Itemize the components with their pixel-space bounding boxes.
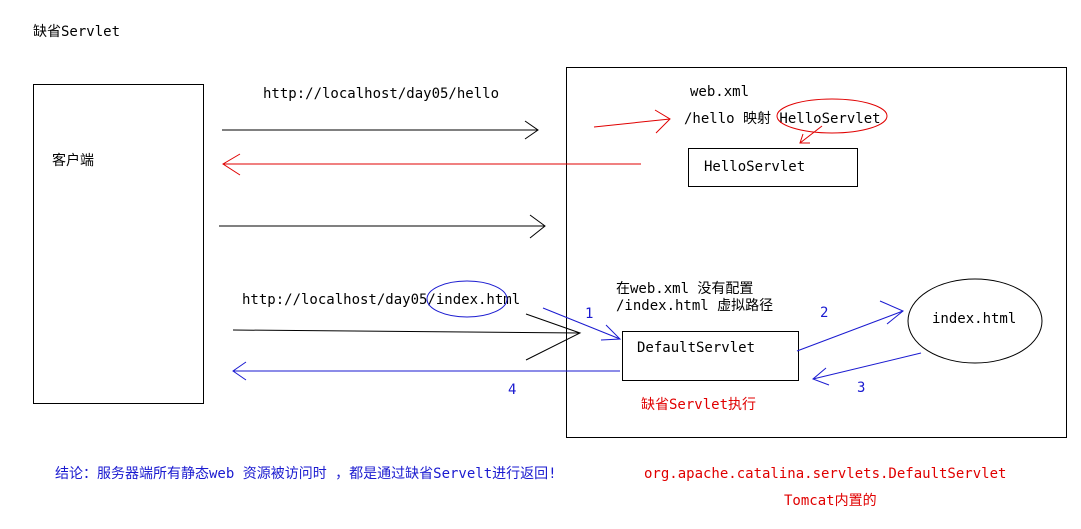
request-arrow-3 (232, 313, 582, 361)
class-name-text: org.apache.catalina.servlets.DefaultServ… (644, 466, 1007, 482)
default-exec-label: 缺省Servlet执行 (641, 397, 757, 413)
hello-servlet-ellipse (776, 98, 888, 134)
step-2-arrow (796, 300, 904, 352)
no-config-line1: 在web.xml 没有配置 (616, 281, 754, 297)
step-4-label: 4 (508, 382, 517, 398)
hello-servlet-label: HelloServlet (704, 159, 806, 175)
client-box (33, 84, 204, 404)
ellipse-to-box-arrow (799, 125, 823, 144)
step-3-label: 3 (857, 380, 866, 396)
step-1-arrow (542, 307, 622, 341)
client-label: 客户端 (52, 153, 94, 169)
server-box (566, 67, 1067, 438)
response-arrow-red (222, 153, 641, 176)
step-3-arrow (812, 352, 922, 386)
index-url: http://localhost/day05/index.html (242, 292, 521, 308)
request-arrow-2 (219, 214, 546, 239)
index-html-ellipse (907, 278, 1043, 364)
step-4-arrow (232, 361, 620, 381)
step-1-label: 1 (585, 306, 594, 322)
page-title: 缺省Servlet (33, 24, 121, 40)
default-servlet-label: DefaultServlet (637, 340, 756, 356)
webxml-label: web.xml (690, 84, 750, 100)
default-servlet-box (622, 331, 799, 381)
hello-url: http://localhost/day05/hello (263, 86, 500, 102)
index-html-label: index.html (932, 311, 1017, 327)
index-url-ellipse (426, 280, 508, 318)
hello-servlet-box (688, 148, 858, 187)
tomcat-builtin-text: Tomcat内置的 (784, 493, 877, 509)
conclusion-text: 结论：服务器端所有静态web 资源被访问时 ，都是通过缺省Servelt进行返回… (55, 466, 557, 482)
no-config-line2: /index.html 虚拟路径 (616, 298, 774, 314)
step-2-label: 2 (820, 305, 829, 321)
request-arrow-1 (222, 120, 539, 140)
webxml-red-arrow (593, 109, 671, 134)
mapping-text: /hello 映射 HelloServlet (684, 111, 881, 127)
